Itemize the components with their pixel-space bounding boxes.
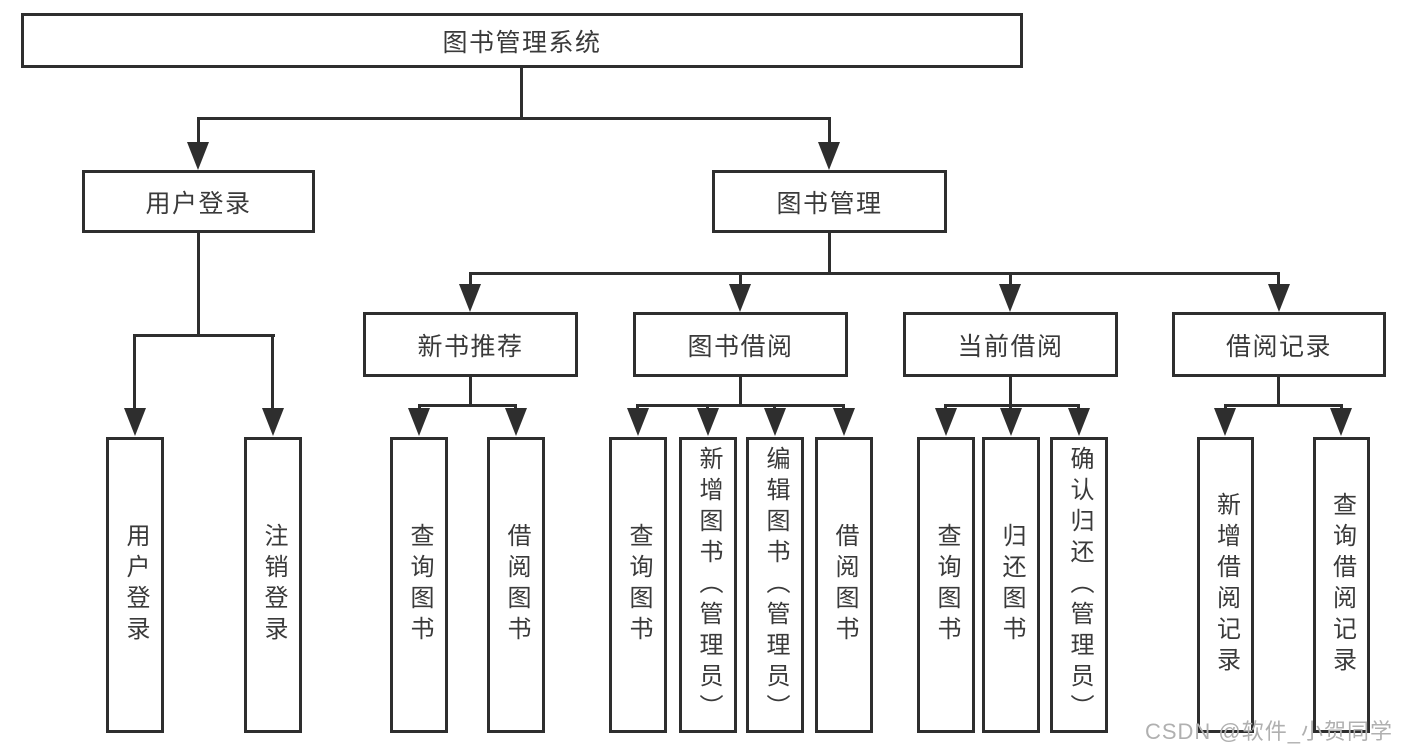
node-label: 用户登录 [122, 523, 149, 647]
connector-line [134, 334, 275, 337]
arrow-down-icon [124, 408, 146, 436]
node-leaf-query-books-borrow: 查询图书 [609, 437, 667, 733]
node-leaf-query-borrow-record: 查询借阅记录 [1313, 437, 1370, 733]
node-leaf-borrow-books-recommend: 借阅图书 [487, 437, 545, 733]
node-label: 图书管理 [776, 189, 883, 218]
connector-line [197, 233, 200, 337]
connector-line [828, 117, 831, 146]
node-label: 图书借阅 [687, 332, 794, 361]
node-borrow-records: 借阅记录 [1172, 312, 1386, 377]
connector-line [739, 377, 742, 407]
node-label: 注销登录 [260, 523, 287, 647]
connector-line [197, 117, 200, 146]
connector-line [739, 272, 742, 286]
connector-line [470, 272, 1280, 275]
connector-line [469, 272, 472, 286]
csdn-watermark: CSDN @软件_小贺同学 [1144, 719, 1393, 744]
arrow-down-icon [627, 408, 649, 436]
node-label: 新书推荐 [417, 332, 524, 361]
node-leaf-edit-books-admin: 编辑图书（管理员） [746, 437, 804, 733]
connector-line [419, 404, 517, 407]
node-label: 查询图书 [933, 523, 960, 647]
connector-line [469, 377, 472, 407]
node-book-borrow: 图书借阅 [633, 312, 848, 377]
node-label: 当前借阅 [957, 332, 1064, 361]
node-label: 用户登录 [145, 189, 252, 218]
arrow-down-icon [1330, 408, 1352, 436]
node-label: 确认归还（管理员） [1066, 445, 1093, 725]
connector-line [1277, 377, 1280, 407]
arrow-down-icon [935, 408, 957, 436]
node-label: 图书管理系统 [442, 28, 602, 57]
node-label: 新增图书（管理员） [695, 445, 722, 725]
arrow-down-icon [459, 284, 481, 312]
arrow-down-icon [1068, 408, 1090, 436]
connector-line [520, 68, 523, 120]
connector-line [197, 117, 831, 120]
node-book-management-group: 图书管理 [712, 170, 947, 233]
connector-line [271, 334, 274, 409]
arrow-down-icon [505, 408, 527, 436]
connector-line [1009, 377, 1012, 407]
node-label: 借阅记录 [1225, 332, 1332, 361]
connector-line [1277, 272, 1280, 286]
arrow-down-icon [1214, 408, 1236, 436]
arrow-down-icon [187, 142, 209, 170]
arrow-down-icon [697, 408, 719, 436]
node-label: 查询图书 [406, 523, 433, 647]
node-label: 借阅图书 [503, 523, 530, 647]
node-label: 查询图书 [625, 523, 652, 647]
arrow-down-icon [833, 408, 855, 436]
node-leaf-add-borrow-record: 新增借阅记录 [1197, 437, 1254, 733]
connector-line [638, 404, 845, 407]
node-leaf-logout: 注销登录 [244, 437, 302, 733]
arrow-down-icon [729, 284, 751, 312]
arrow-down-icon [1268, 284, 1290, 312]
node-leaf-query-books-current: 查询图书 [917, 437, 975, 733]
node-label: 查询借阅记录 [1328, 492, 1356, 678]
node-library-management-system: 图书管理系统 [21, 13, 1023, 68]
node-label: 归还图书 [998, 523, 1025, 647]
node-label: 新增借阅记录 [1212, 492, 1240, 678]
connector-line [1009, 272, 1012, 286]
connector-line [133, 334, 136, 409]
node-label: 借阅图书 [831, 523, 858, 647]
arrow-down-icon [1000, 408, 1022, 436]
node-label: 编辑图书（管理员） [762, 445, 789, 725]
connector-line [946, 404, 1080, 407]
node-leaf-user-login: 用户登录 [106, 437, 164, 733]
node-leaf-borrow-books: 借阅图书 [815, 437, 873, 733]
arrow-down-icon [408, 408, 430, 436]
node-current-borrow: 当前借阅 [903, 312, 1118, 377]
node-leaf-add-books-admin: 新增图书（管理员） [679, 437, 737, 733]
node-leaf-query-books-recommend: 查询图书 [390, 437, 448, 733]
connector-line [828, 233, 831, 275]
arrow-down-icon [262, 408, 284, 436]
arrow-down-icon [999, 284, 1021, 312]
node-user-login-group: 用户登录 [82, 170, 315, 233]
node-new-book-recommend: 新书推荐 [363, 312, 578, 377]
connector-line [1225, 404, 1343, 407]
arrow-down-icon [818, 142, 840, 170]
arrow-down-icon [764, 408, 786, 436]
node-leaf-confirm-return-admin: 确认归还（管理员） [1050, 437, 1108, 733]
node-leaf-return-books: 归还图书 [982, 437, 1040, 733]
